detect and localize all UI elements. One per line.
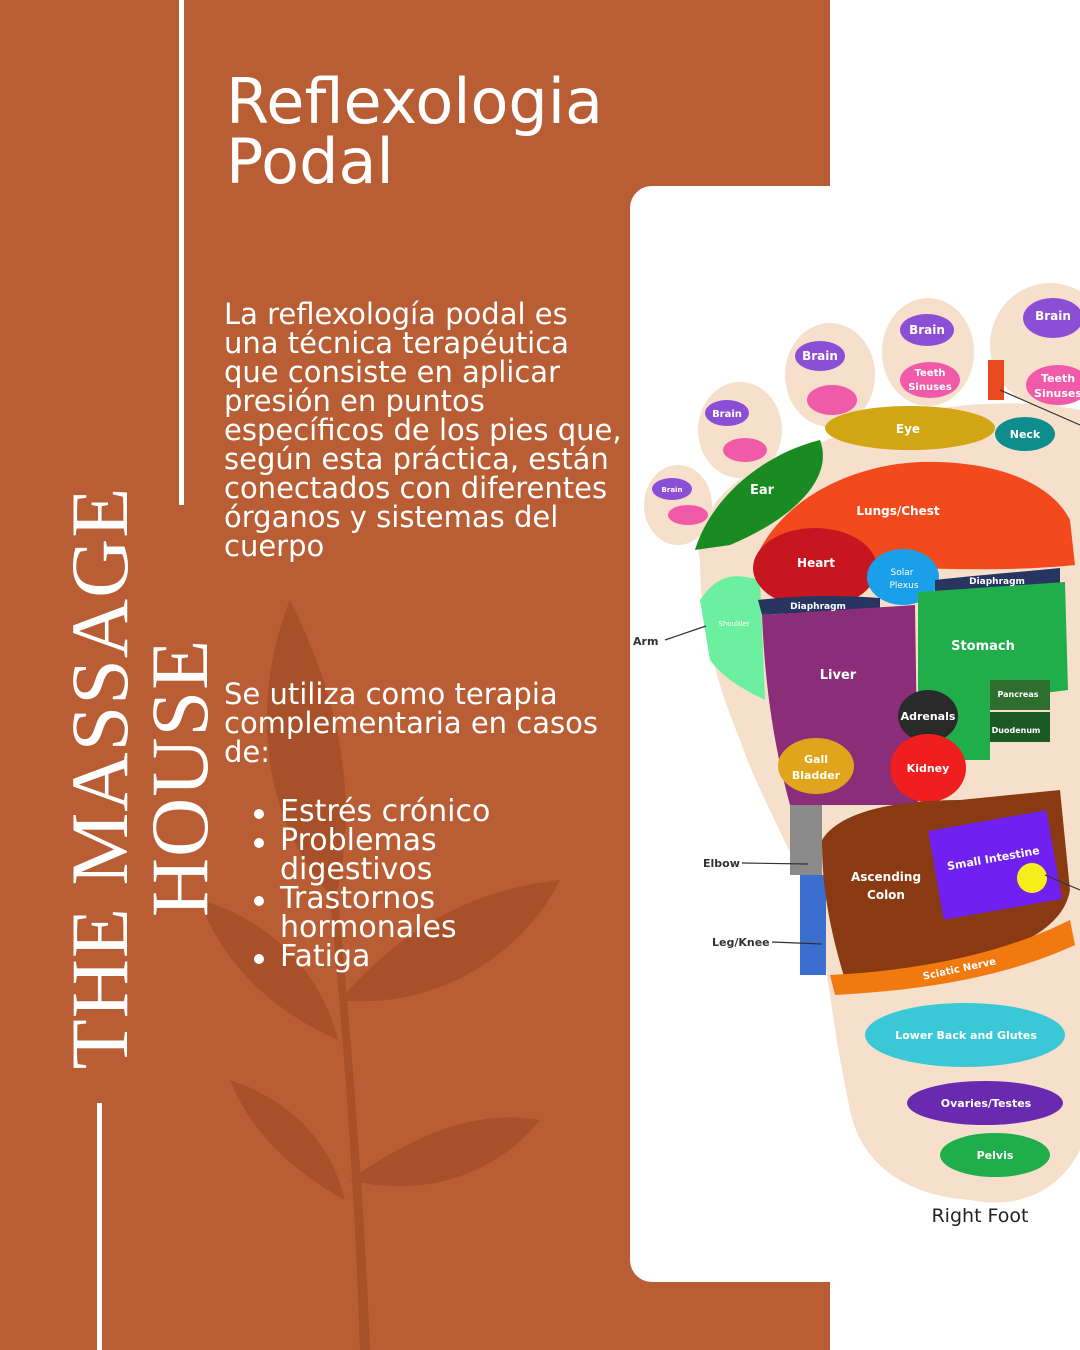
duodenum-label: Duodenum: [992, 726, 1041, 735]
diagram-labels: Brain Brain Brain Brain Brain Teeth Sinu…: [662, 309, 1080, 1162]
brain-label: Brain: [1035, 309, 1071, 323]
foot-diagram-card: Brain Brain Brain Brain Brain Teeth Sinu…: [630, 186, 1080, 1282]
brain-label: Brain: [662, 486, 683, 494]
pancreas-label: Pancreas: [997, 690, 1038, 699]
sciatic-nerve-zone: [830, 920, 1075, 995]
lungs-label: Lungs/Chest: [856, 504, 939, 518]
brand-line-1: THE MASSAGE: [54, 486, 145, 1070]
ear-label: Ear: [750, 483, 775, 498]
brain-label: Brain: [802, 349, 838, 363]
pancreas-zone: [990, 680, 1050, 710]
diaphragm-band-right: [935, 568, 1060, 595]
adrenals-label: Adrenals: [901, 710, 956, 723]
liver-label: Liver: [820, 668, 857, 683]
ovaries-label: Ovaries/Testes: [941, 1097, 1032, 1110]
teeth-zone: [723, 438, 767, 462]
adrenals-zone: [898, 690, 958, 742]
brain-zone: [795, 341, 845, 371]
teeth-zone: [900, 362, 960, 398]
brain-zone: [1023, 298, 1080, 338]
title-line-2: Podal: [226, 125, 394, 198]
eye-label: Eye: [896, 422, 920, 436]
pelvis-zone: [940, 1133, 1050, 1177]
gall-label-1: Gall: [804, 753, 828, 766]
eye-zone: [825, 406, 995, 450]
divider-line-top: [179, 0, 184, 505]
small-intestine-dot: [1017, 863, 1047, 893]
intro-text: Se utiliza como terapia complementaria e…: [224, 677, 598, 769]
leg-knee-zone: [800, 875, 826, 975]
list-item: Fatiga: [250, 942, 580, 972]
elbow-label: Elbow: [703, 857, 740, 870]
arm-label: Arm: [633, 635, 658, 648]
neck-zone: [995, 417, 1055, 451]
sinuses-label: Sinuses: [908, 382, 952, 393]
lower-back-zone: [865, 1003, 1065, 1067]
kidney-zone: [890, 734, 966, 802]
stomach-label: Stomach: [951, 639, 1015, 654]
brain-label: Brain: [909, 323, 945, 337]
brand-line-2: HOUSE: [134, 638, 225, 918]
solar-label-1: Solar: [891, 568, 914, 578]
toe-marker: [988, 360, 1004, 400]
heart-zone: [753, 528, 877, 608]
ascending-label-2: Colon: [867, 888, 905, 902]
shoulder-zone: [700, 576, 765, 700]
sinuses-label: Sinuses: [1034, 387, 1080, 400]
teeth-zone: [1026, 365, 1080, 405]
gall-bladder-zone: [778, 738, 854, 794]
lower-back-label: Lower Back and Glutes: [895, 1029, 1037, 1042]
diagram-side-labels: Arm Elbow Leg/Knee: [633, 635, 770, 949]
gall-label-2: Bladder: [792, 769, 841, 782]
heart-label: Heart: [797, 556, 835, 570]
divider-line-bottom: [97, 1103, 102, 1350]
foot-reflexology-diagram: Brain Brain Brain Brain Brain Teeth Sinu…: [633, 283, 1080, 1227]
diagram-caption: Right Foot: [931, 1205, 1028, 1227]
shoulder-label: Shoulder: [718, 620, 749, 628]
pelvis-label: Pelvis: [977, 1149, 1014, 1162]
leaf-watermark-icon: [200, 600, 560, 1350]
leg-knee-label: Leg/Knee: [712, 936, 770, 949]
title-line-1: Reflexologia: [226, 65, 603, 138]
page-title: Reflexologia Podal: [226, 65, 603, 198]
ear-zone: [695, 440, 823, 550]
ovaries-zone: [907, 1081, 1063, 1125]
ascending-label-1: Ascending: [851, 870, 921, 884]
kidney-label: Kidney: [907, 762, 950, 775]
brain-label: Brain: [712, 409, 742, 420]
list-item: Estrés crónico: [250, 797, 580, 827]
list-item: Trastornos hormonales: [250, 884, 580, 943]
neck-label: Neck: [1010, 428, 1041, 441]
brain-zone: [705, 400, 749, 426]
diaphragm-label: Diaphragm: [969, 577, 1025, 587]
brain-zone: [652, 478, 692, 500]
teeth-label: Teeth: [915, 368, 946, 379]
diaphragm-label: Diaphragm: [790, 602, 846, 612]
teeth-label: Teeth: [1041, 372, 1075, 385]
solar-plexus-zone: [867, 549, 939, 605]
description-text: La reflexología podal es una técnica ter…: [224, 297, 622, 563]
solar-label-2: Plexus: [889, 581, 918, 591]
duodenum-zone: [990, 712, 1050, 742]
teeth-zone: [668, 505, 708, 525]
brain-zone: [900, 314, 954, 346]
teeth-zone: [807, 385, 857, 415]
uses-list: Estrés crónico Problemas digestivos Tras…: [250, 797, 580, 972]
list-item: Problemas digestivos: [250, 826, 580, 885]
